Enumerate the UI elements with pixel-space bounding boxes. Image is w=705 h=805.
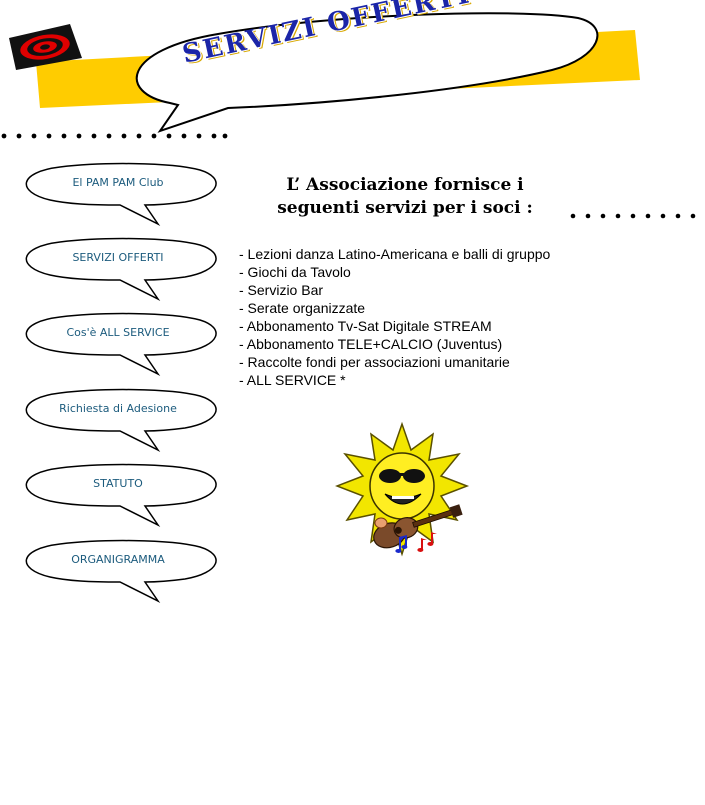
intro-line-1: L’ Associazione fornisce i [286,175,524,195]
nav-item-cos-e-all-service[interactable]: Cos'è ALL SERVICE [20,312,220,377]
nav-item-statuto[interactable]: STATUTO [20,463,220,528]
nav-label: STATUTO [93,477,143,490]
list-item: - Servizio Bar [239,282,324,298]
list-item: - Giochi da Tavolo [239,264,351,280]
list-item: - Raccolte fondi per associazioni umanit… [239,354,510,370]
nav-item-richiesta-di-adesione[interactable]: Richiesta di Adesione [20,388,220,453]
list-item: - ALL SERVICE * [239,372,346,388]
header-banner: SERVIZI OFFERTI [0,0,705,140]
nav-label: SERVIZI OFFERTI [72,251,164,264]
nav-label: ORGANIGRAMMA [71,553,165,566]
nav-item-servizi-offerti[interactable]: SERVIZI OFFERTI [20,237,220,302]
target-icon [9,24,82,70]
list-item: - Abbonamento Tv-Sat Digitale STREAM [239,318,492,334]
intro-line-2: seguenti servizi per i soci : [277,198,533,218]
list-item: - Lezioni danza Latino-Americana e balli… [239,246,551,262]
nav-label: El PAM PAM Club [72,176,164,189]
nav-item-organigramma[interactable]: ORGANIGRAMMA [20,539,220,604]
nav-label: Cos'è ALL SERVICE [66,326,170,339]
dotted-divider [570,213,696,219]
header-dotted-line [1,133,228,139]
sun-guitar-icon [335,421,470,557]
intro-heading: L’ Associazione fornisce i seguenti serv… [255,174,555,220]
services-list: - Lezioni danza Latino-Americana e balli… [239,245,569,389]
list-item: - Abbonamento TELE+CALCIO (Juventus) [239,336,503,352]
nav-item-el-pam-pam-club[interactable]: El PAM PAM Club [20,162,220,227]
list-item: - Serate organizzate [239,300,366,316]
nav-label: Richiesta di Adesione [59,402,177,415]
title-speech-bubble [135,12,599,133]
